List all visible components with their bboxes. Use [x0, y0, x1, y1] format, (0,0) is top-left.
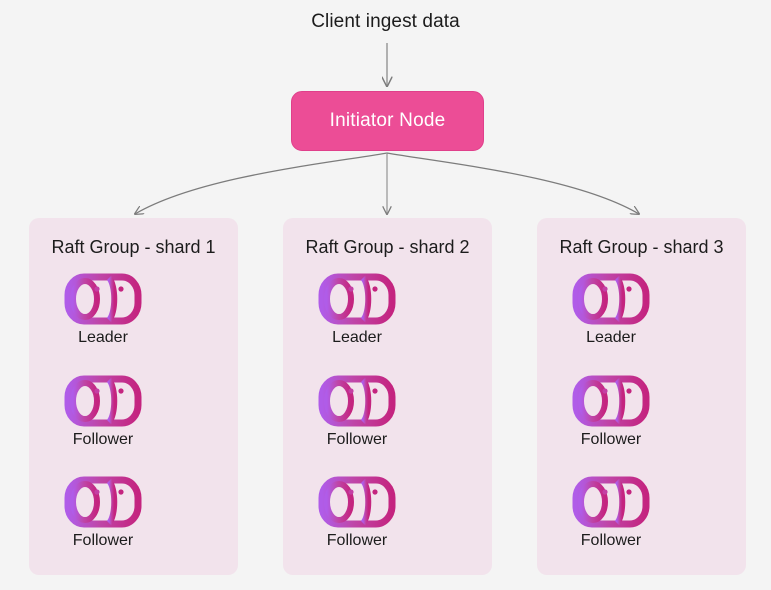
initiator-node[interactable]: Initiator Node — [291, 91, 484, 151]
database-icon — [572, 273, 650, 325]
raft-node-follower[interactable]: Follower — [305, 375, 409, 450]
raft-node-label: Follower — [72, 431, 134, 448]
database-icon — [318, 375, 396, 427]
initiator-node-label: Initiator Node — [329, 110, 446, 131]
raft-node-label: Follower — [580, 532, 642, 549]
raft-node-leader[interactable]: Leader — [559, 273, 663, 348]
raft-node-label: Follower — [326, 431, 388, 448]
raft-node-leader[interactable]: Leader — [305, 273, 409, 348]
raft-node-follower[interactable]: Follower — [559, 476, 663, 551]
database-icon — [64, 375, 142, 427]
shard-group-panel[interactable]: Raft Group - shard 1 Leader Follower — [29, 218, 238, 575]
shard-group-panel[interactable]: Raft Group - shard 3 Leader Follower — [537, 218, 746, 575]
raft-node-label: Follower — [72, 532, 134, 549]
raft-node-label: Leader — [332, 329, 382, 346]
raft-node-follower[interactable]: Follower — [51, 375, 155, 450]
raft-node-follower[interactable]: Follower — [305, 476, 409, 551]
shard-group-title: Raft Group - shard 1 — [51, 237, 216, 257]
raft-node-label: Leader — [78, 329, 128, 346]
database-icon — [572, 375, 650, 427]
database-icon — [572, 476, 650, 528]
raft-node-label: Follower — [580, 431, 642, 448]
raft-node-label: Leader — [586, 329, 636, 346]
database-icon — [318, 273, 396, 325]
shard-group-title: Raft Group - shard 2 — [305, 237, 470, 257]
raft-node-leader[interactable]: Leader — [51, 273, 155, 348]
arrow-initiator-to-shard-1 — [135, 152, 388, 214]
raft-node-follower[interactable]: Follower — [559, 375, 663, 450]
raft-node-label: Follower — [326, 532, 388, 549]
shard-group-panel[interactable]: Raft Group - shard 2 Leader Follower — [283, 218, 492, 575]
shard-group-title: Raft Group - shard 3 — [559, 237, 724, 257]
database-icon — [64, 476, 142, 528]
arrow-initiator-to-shard-3 — [386, 152, 639, 214]
database-icon — [318, 476, 396, 528]
database-icon — [64, 273, 142, 325]
diagram-caption: Client ingest data — [311, 11, 460, 32]
raft-node-follower[interactable]: Follower — [51, 476, 155, 551]
